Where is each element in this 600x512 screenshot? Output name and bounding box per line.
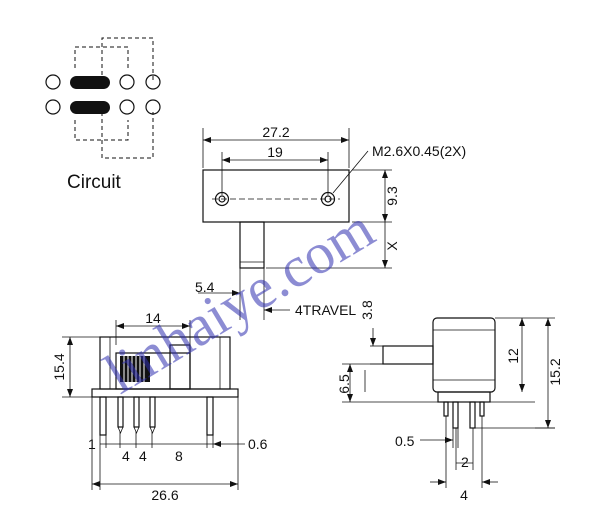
- dim-travel: 4TRAVEL: [295, 302, 356, 318]
- contact-bar-top: [70, 76, 110, 89]
- front-view: 14 15.4: [51, 310, 268, 503]
- dim-pin-spacing: 2: [461, 454, 469, 470]
- dim-top-width: 14: [145, 310, 161, 326]
- dim-hole-spacing: 19: [267, 144, 283, 160]
- dim-pitch-2: 4: [122, 448, 130, 464]
- dim-pin-width: 0.5: [395, 433, 415, 449]
- top-view-lever: [239, 221, 265, 269]
- top-view: 27.2 19 M2.6X0.45(2X) 9.3 X: [195, 124, 466, 320]
- dim-lever-height: 6.5: [336, 374, 352, 394]
- side-view: 3.8 6.5 12 15.2 0.5 2: [336, 300, 563, 503]
- side-view-body: [432, 317, 496, 393]
- dim-body-height: 9.3: [384, 186, 400, 206]
- dim-pitch-4: 8: [175, 448, 183, 464]
- dim-front-height: 15.4: [51, 353, 67, 380]
- contact-bar-bottom: [70, 101, 110, 114]
- dim-lever-length: X: [384, 241, 400, 251]
- circuit-label: Circuit: [67, 172, 122, 193]
- top-view-body: [202, 169, 350, 223]
- screw-spec: M2.6X0.45(2X): [372, 143, 466, 159]
- dim-front-overall-width: 26.6: [151, 487, 178, 503]
- circuit-schematic: Circuit: [45, 37, 161, 193]
- dim-pitch-3: 4: [139, 448, 147, 464]
- actuator-knob: [120, 356, 150, 382]
- dim-lever-width: 5.4: [195, 279, 215, 295]
- front-view-pins: [99, 396, 214, 436]
- side-view-lever: [382, 345, 434, 365]
- dim-lever-offset: 3.8: [359, 300, 375, 320]
- dim-pin-thickness: 0.6: [248, 436, 268, 452]
- dim-base-width: 4: [460, 487, 468, 503]
- dim-side-body-height: 12: [505, 348, 521, 364]
- dim-overall-width: 27.2: [262, 124, 289, 140]
- dim-side-overall-height: 15.2: [547, 358, 563, 385]
